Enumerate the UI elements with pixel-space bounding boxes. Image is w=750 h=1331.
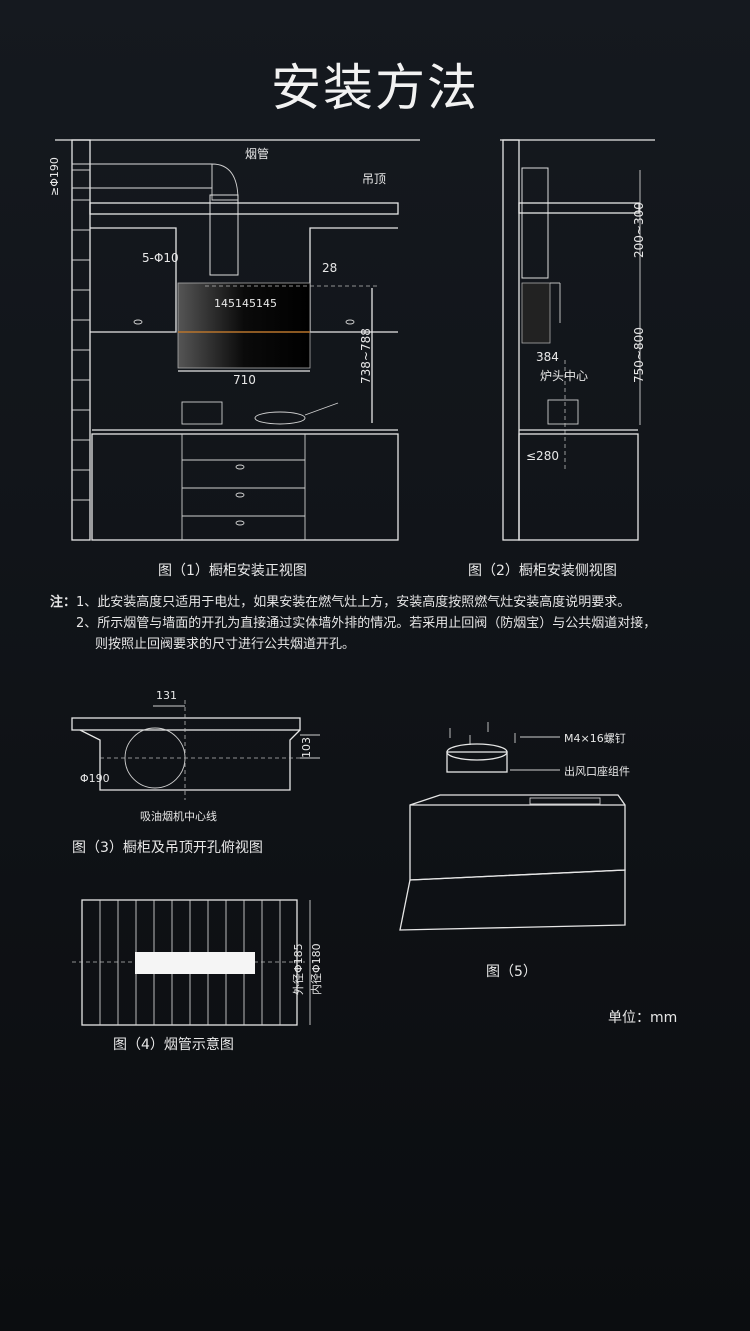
fig4-caption: 图（4）烟管示意图: [113, 1037, 234, 1053]
unit-label: 单位：mm: [608, 1010, 678, 1026]
spacing-1: 145: [214, 297, 235, 310]
notes-prefix: 注：: [50, 595, 77, 610]
width-710: 710: [233, 373, 256, 387]
outlet-assembly-diagram: M4×16螺钉 出风口座组件: [399, 722, 630, 931]
pipe-vertical: [209, 194, 239, 276]
fig2-caption: 图（2）橱柜安装侧视图: [468, 563, 617, 579]
page-title: 安装方法: [271, 59, 479, 117]
offset-28: 28: [322, 261, 337, 275]
spacing-3: 145: [256, 297, 277, 310]
pipe-horizontal: [71, 163, 213, 189]
burner-center: 炉头中心: [540, 368, 588, 383]
note-1: 1、此安装高度只适用于电灶，如果安装在燃气灶上方，安装高度按照燃气灶安装高度说明…: [76, 595, 631, 610]
diameter-190: Φ190: [80, 772, 110, 785]
pipe-diagram: 外径Φ185 内径Φ180: [72, 899, 323, 1026]
depth-384: 384: [536, 350, 559, 364]
hood-side: [521, 282, 551, 344]
center-line-label: 吸油烟机中心线: [140, 809, 217, 823]
installation-notes: 注：1、此安装高度只适用于电灶，如果安装在燃气灶上方，安装高度按照燃气灶安装高度…: [50, 592, 740, 655]
top-view-diagram: 131 103 Φ190 吸油烟机中心线: [71, 689, 320, 823]
ceiling: [89, 202, 399, 215]
note-2-cont: 则按照止回阀要求的尺寸进行公共烟道开孔。: [95, 637, 356, 652]
inner-diameter: 内径Φ180: [309, 943, 323, 995]
front-view-diagram: 烟管 吊顶 ≥Φ190 5-Φ10 28 145 145 145 710 738…: [48, 139, 420, 541]
outer-diameter: 外径Φ185: [292, 943, 305, 995]
side-height-range: 750~800: [632, 327, 646, 383]
note-2: 2、所示烟管与墙面的开孔为直接通过实体墙外排的情况。若采用止回阀（防烟宝）与公共…: [76, 616, 657, 631]
pipe-diameter: ≥Φ190: [48, 157, 61, 196]
fig1-caption: 图（1）橱柜安装正视图: [158, 563, 307, 579]
offset-131: 131: [156, 689, 177, 702]
wall-distance: ≤280: [526, 449, 559, 463]
side-view-diagram: 200~300 750~800 384 炉头中心 ≤280: [500, 139, 655, 541]
range-hood: [177, 282, 311, 369]
spacing-2: 145: [235, 297, 256, 310]
top-range: 200~300: [632, 202, 646, 258]
fig3-caption: 图（3）橱柜及吊顶开孔俯视图: [72, 840, 263, 856]
screw-label: M4×16螺钉: [564, 732, 626, 745]
ceiling-label: 吊顶: [362, 172, 386, 186]
pipe-label: 烟管: [245, 146, 269, 161]
fig5-caption: 图（5）: [486, 964, 537, 980]
outlet-label: 出风口座组件: [564, 764, 630, 778]
holes-label: 5-Φ10: [142, 251, 179, 265]
depth-103: 103: [300, 737, 313, 758]
height-range: 738~788: [359, 328, 373, 384]
